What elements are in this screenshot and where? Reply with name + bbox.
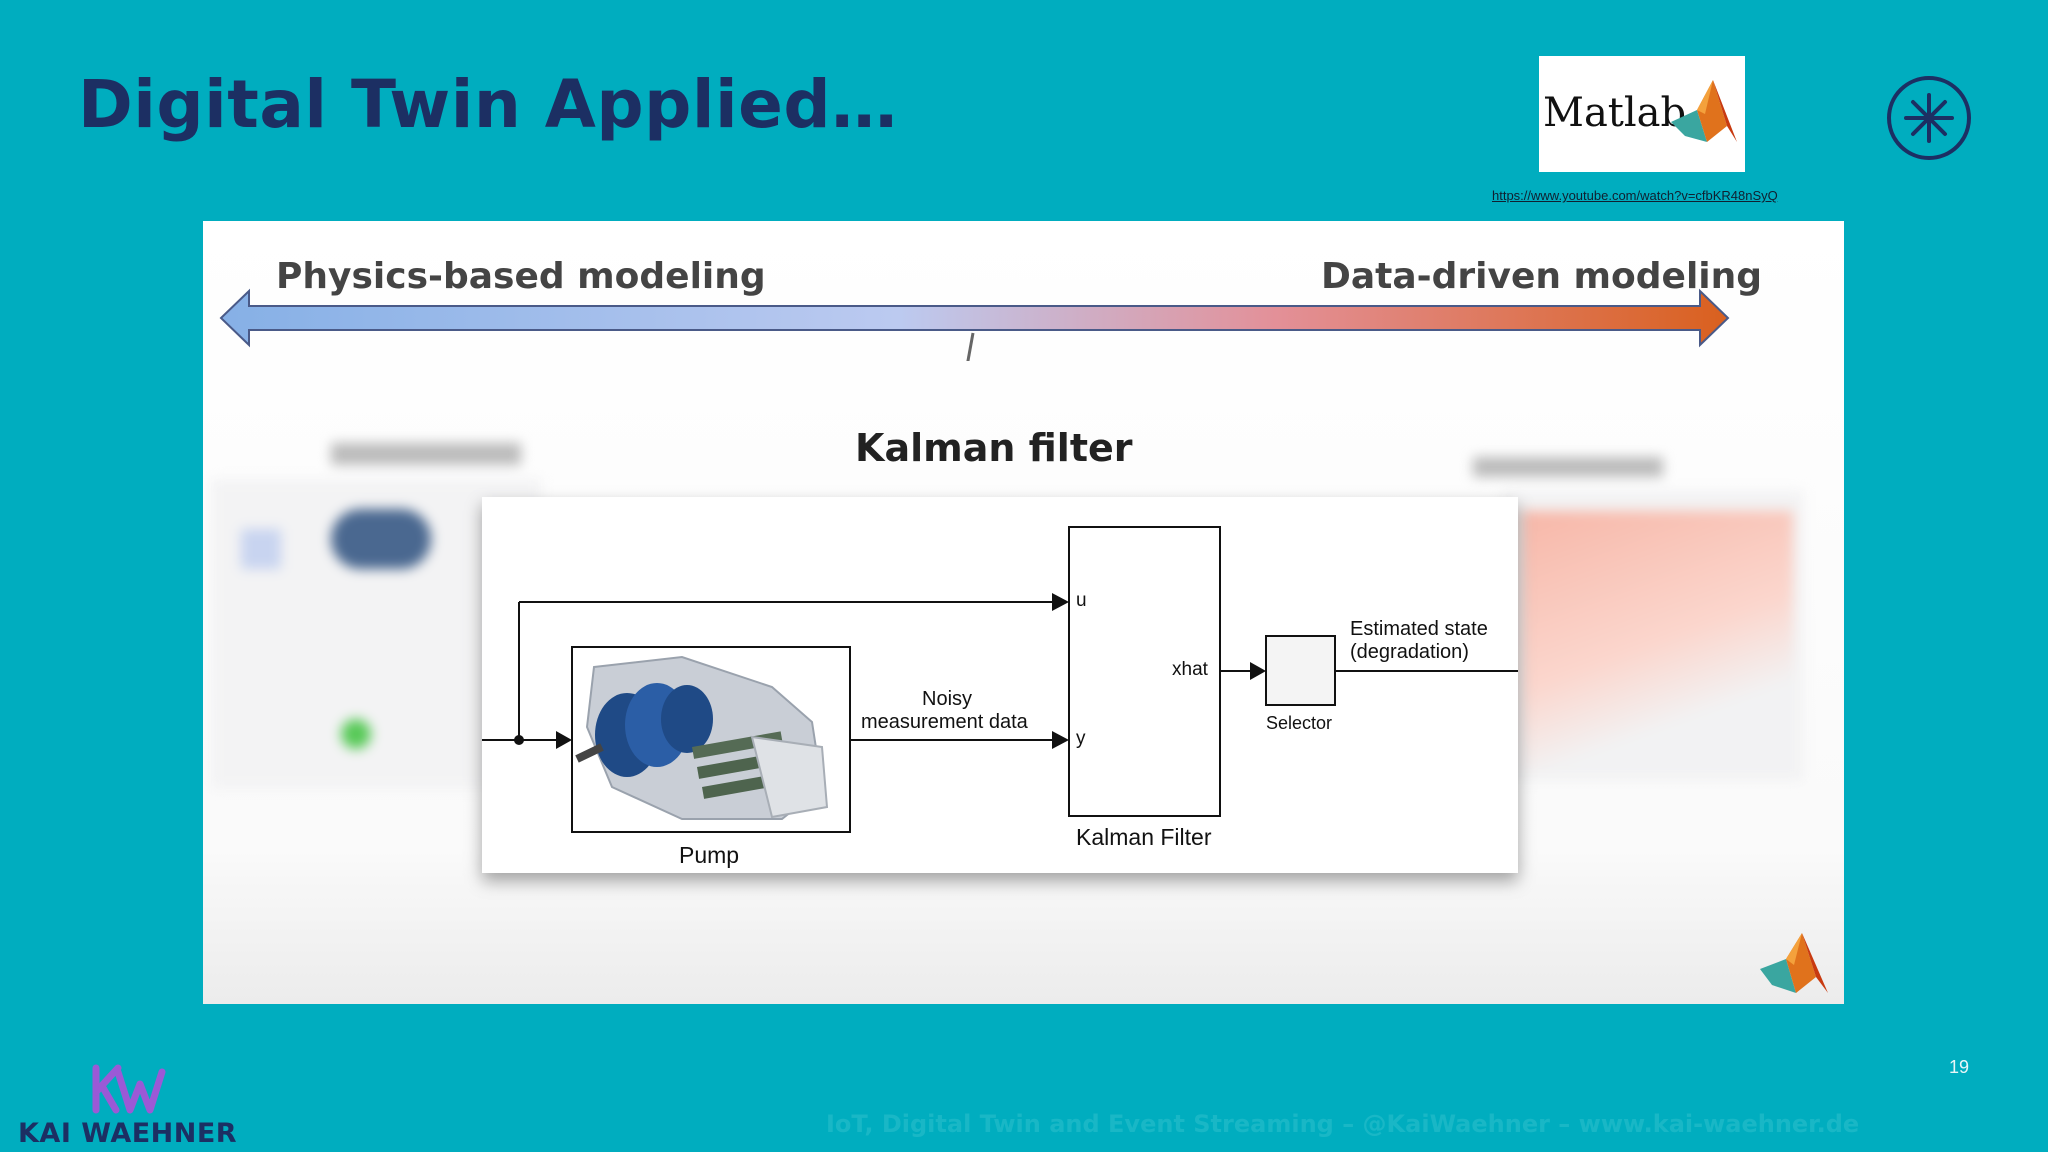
modeling-spectrum-arrow <box>219 288 1730 361</box>
slide-content-card: Physics-based modeling Data-driven model… <box>203 221 1844 1004</box>
pump-illustration <box>575 655 829 820</box>
selector-label: Selector <box>1266 713 1333 733</box>
port-u-label: u <box>1076 590 1087 611</box>
pump-label: Pump <box>679 842 740 868</box>
estimated-state-line2: (degradation) <box>1350 641 1469 663</box>
asterisk-circle-icon <box>1887 76 1971 160</box>
kalman-filter-heading: Kalman filter <box>855 426 1133 470</box>
port-y-label: y <box>1076 728 1086 749</box>
footer-text: IoT, Digital Twin and Event Streaming – … <box>826 1110 1860 1138</box>
data-driven-label: Data-driven modeling <box>1321 256 1763 297</box>
kalman-filter-block-label: Kalman Filter <box>1076 824 1212 850</box>
matlab-logo-box: Matlab <box>1539 56 1745 172</box>
diagram-wires <box>482 526 1518 833</box>
matlab-membrane-icon <box>1760 933 1828 993</box>
noisy-label-line2: measurement data <box>861 711 1028 733</box>
port-xhat-label: xhat <box>1172 659 1208 680</box>
matlab-membrane-icon <box>1671 80 1737 142</box>
matlab-label: Matlab <box>1543 90 1687 136</box>
kw-logo-icon <box>92 1064 166 1114</box>
kalman-simulink-diagram: Pump Kalman Filter Noisy measurement dat… <box>482 497 1518 873</box>
noisy-label-line1: Noisy <box>922 688 973 710</box>
estimated-state-line1: Estimated state <box>1350 618 1488 640</box>
blurred-degradation-model-panel <box>1473 457 1803 781</box>
youtube-link[interactable]: https://www.youtube.com/watch?v=cfbKR48n… <box>1492 188 1778 203</box>
physics-based-label: Physics-based modeling <box>276 256 766 297</box>
page-number: 19 <box>1949 1057 1970 1077</box>
slide-title: Digital Twin Applied… <box>78 66 898 143</box>
brand-name: KAI WAEHNER <box>18 1118 238 1149</box>
